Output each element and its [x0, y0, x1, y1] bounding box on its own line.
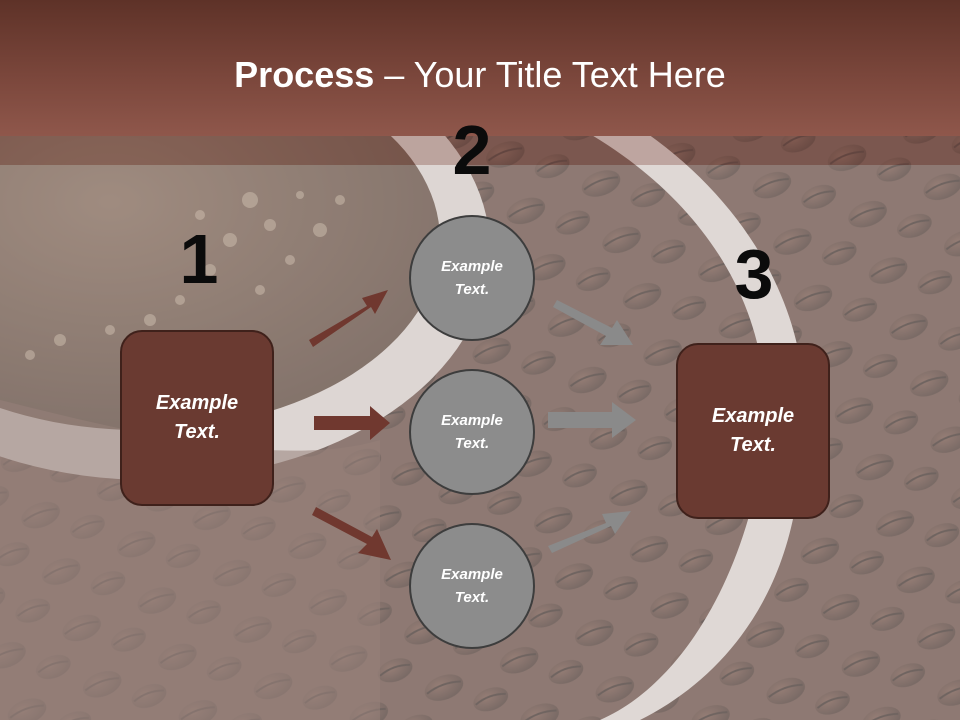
- title-band: [0, 0, 960, 136]
- arrow-right-2: [548, 402, 636, 438]
- step-number-3: 3: [734, 235, 774, 313]
- circle-bottom: Example Text.: [409, 523, 535, 649]
- slide-title: Process – Your Title Text Here: [0, 54, 960, 96]
- left-box-label: Example Text.: [155, 392, 239, 443]
- arrow-up-right-2: [548, 511, 631, 553]
- gray-arrows: [548, 300, 636, 553]
- arrow-up-right-1: [309, 290, 388, 347]
- arrow-right-1: [314, 406, 390, 440]
- circle-middle: Example Text.: [409, 369, 535, 495]
- right-process-box: Example Text.: [676, 343, 830, 519]
- title-rest: – Your Title Text Here: [374, 54, 726, 95]
- brown-arrows: [309, 290, 391, 560]
- right-box-label: Example Text.: [711, 405, 795, 456]
- title-bold: Process: [234, 54, 375, 95]
- circle-bottom-label: Example Text.: [441, 566, 503, 606]
- left-process-box: Example Text.: [120, 330, 274, 506]
- arrow-down-right-2: [553, 300, 633, 345]
- circle-top-label: Example Text.: [441, 258, 503, 298]
- title-strip: [0, 136, 960, 165]
- step-number-1: 1: [179, 220, 219, 298]
- step-number-2: 2: [452, 111, 492, 189]
- circle-top: Example Text.: [409, 215, 535, 341]
- arrow-down-right-1: [312, 507, 391, 560]
- circle-middle-label: Example Text.: [441, 412, 503, 452]
